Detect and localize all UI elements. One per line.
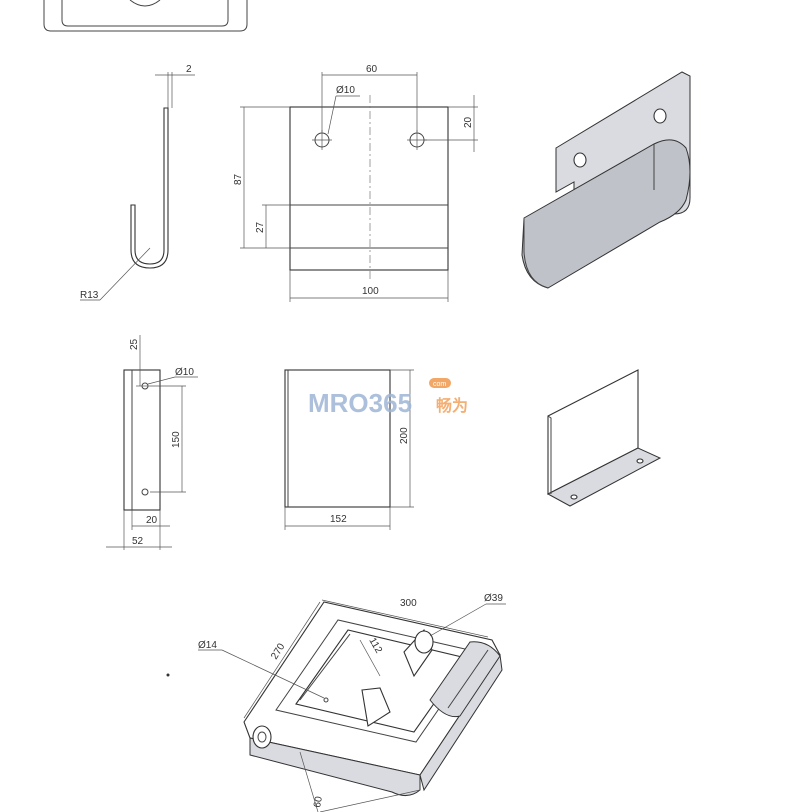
dim-lip-height: 27 (255, 221, 266, 233)
watermark-badge-bg (429, 378, 451, 388)
dim-hole-spacing: 60 (366, 64, 378, 75)
watermark-badge: com (433, 381, 446, 388)
dim-side-hole-dia: Ø10 (175, 367, 194, 378)
dim-assembly-bottom: 60 (312, 795, 325, 808)
dim-plate-width: 100 (362, 286, 379, 297)
dim-hole-offset: 20 (463, 116, 474, 128)
dim-hook-radius: R13 (80, 290, 99, 301)
dim-plate-hole-dia: Ø10 (336, 85, 355, 96)
dim-assembly-right-hole: Ø39 (484, 593, 503, 604)
dim-side-width: 52 (132, 536, 144, 547)
stray-dot (166, 673, 170, 677)
plate-front-view: 60 Ø10 20 87 27 100 (233, 64, 478, 302)
dim-side-flange: 20 (146, 515, 158, 526)
frame-assembly-3d-view: 300 270 Ø39 Ø14 112 60 (166, 593, 506, 812)
dim-side-hole-spacing: 150 (171, 431, 182, 448)
dim-plate-height: 87 (233, 173, 244, 185)
brand-watermark: MRO365 畅为 com (308, 378, 468, 418)
hook-3d-view (521, 71, 691, 289)
dim-hook-thickness: 2 (186, 64, 192, 75)
previous-part-fragment (43, 0, 248, 32)
hook-profile-view: 2 R13 (80, 64, 195, 301)
dim-side-top-offset: 25 (129, 338, 140, 350)
dim-assembly-left-hole: Ø14 (198, 640, 217, 651)
bracket-front-view: 200 152 (284, 369, 414, 530)
dim-assembly-depth: 270 (269, 641, 287, 661)
dim-front-width: 152 (330, 514, 347, 525)
dim-front-height: 200 (399, 427, 410, 444)
angle-bracket-3d-view (546, 369, 662, 507)
watermark-brand: MRO365 (308, 388, 412, 418)
watermark-suffix: 畅为 (436, 396, 468, 415)
bracket-side-view: 25 Ø10 150 20 52 (106, 335, 198, 550)
dim-assembly-length: 300 (400, 598, 417, 609)
